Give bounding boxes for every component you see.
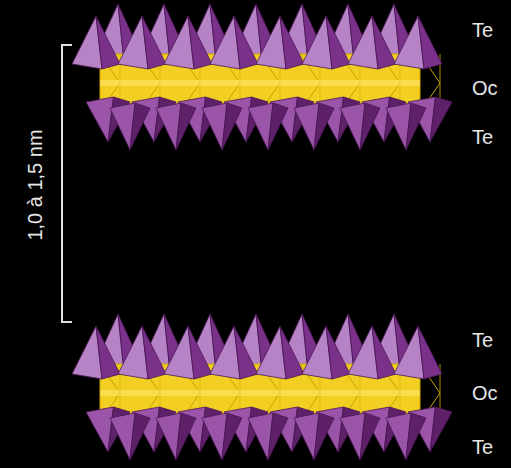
tetrahedron: [372, 326, 396, 379]
tetrahedron: [188, 16, 212, 69]
spacing-bracket: [62, 45, 72, 322]
sheet-label: Te: [472, 127, 493, 147]
tetrahedron: [418, 326, 442, 379]
tetrahedron: [176, 103, 196, 150]
sheet-label: Oc: [472, 78, 498, 98]
tetrahedron: [372, 16, 396, 69]
octahedral-highlight: [100, 390, 420, 396]
sheet-label: Oc: [472, 383, 498, 403]
tetrahedron: [142, 326, 166, 379]
tetrahedron: [222, 413, 242, 460]
tetrahedron: [418, 16, 442, 69]
tetrahedron: [314, 413, 334, 460]
tetrahedron: [268, 103, 288, 150]
sheet-label: Te: [472, 330, 493, 350]
tetrahedron: [406, 413, 426, 460]
sheet-label: Te: [472, 20, 493, 40]
octahedral-highlight: [100, 80, 420, 86]
tetrahedron: [360, 103, 380, 150]
tetrahedron: [280, 16, 304, 69]
tetrahedron: [280, 326, 304, 379]
tetrahedron: [142, 16, 166, 69]
tetrahedron: [326, 16, 350, 69]
tetrahedron: [326, 326, 350, 379]
tetrahedron: [234, 16, 258, 69]
tetrahedron: [130, 103, 150, 150]
tetrahedron: [360, 413, 380, 460]
tetrahedron: [96, 16, 120, 69]
tetrahedron: [314, 103, 334, 150]
spacing-dimension: 1,0 à 1,5 nm: [25, 129, 45, 240]
tetrahedron: [430, 407, 452, 452]
sheet-label: Te: [472, 437, 493, 457]
tetrahedron: [234, 326, 258, 379]
tetrahedron: [406, 103, 426, 150]
tetrahedron: [96, 326, 120, 379]
tetrahedron: [268, 413, 288, 460]
tetrahedron: [222, 103, 242, 150]
tetrahedron: [188, 326, 212, 379]
tetrahedron: [130, 413, 150, 460]
tetrahedron: [430, 97, 452, 142]
tetrahedron: [176, 413, 196, 460]
